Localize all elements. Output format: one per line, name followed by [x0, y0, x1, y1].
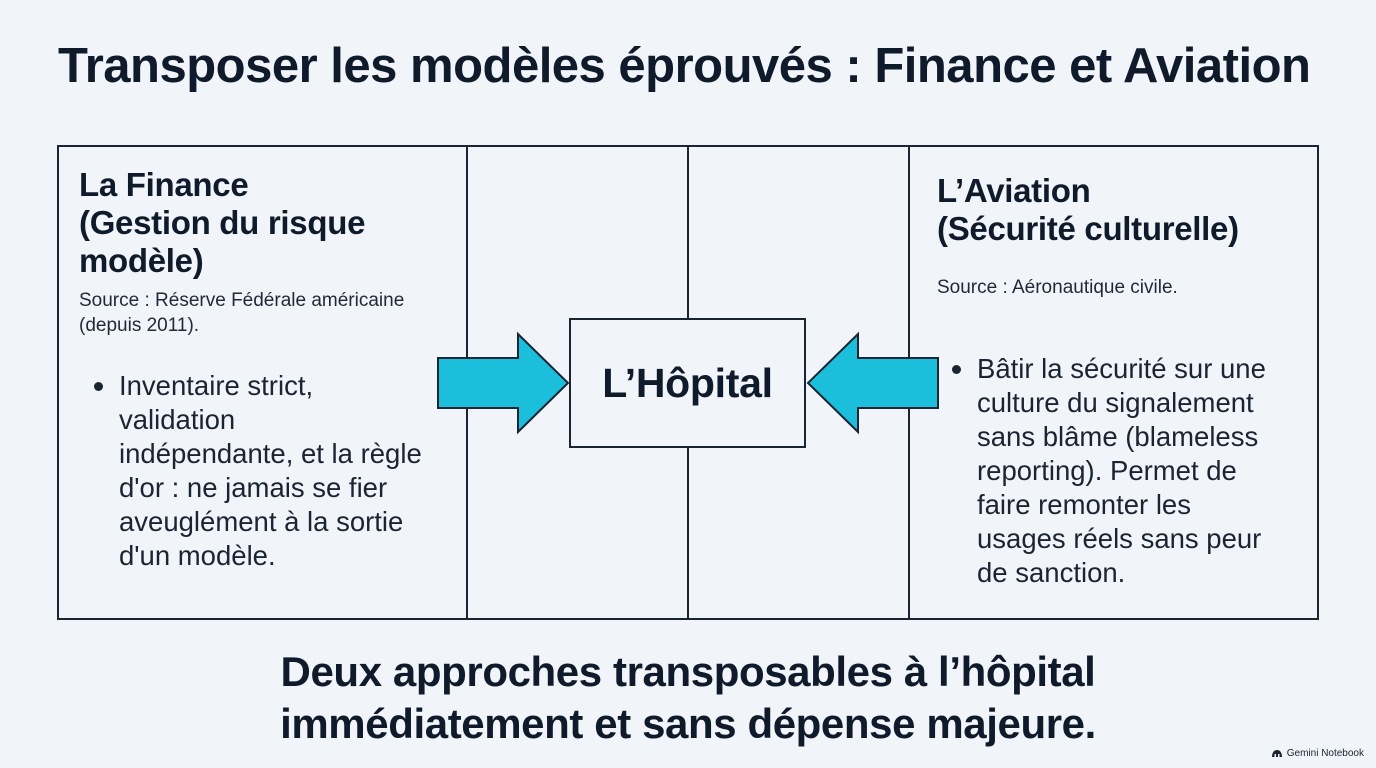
finance-bullet-line: d'un modèle.	[119, 540, 276, 571]
arrow-left-icon	[806, 331, 939, 435]
finance-bullet: Inventaire strict, validation indépendan…	[79, 369, 459, 573]
aviation-card: L’Aviation (Sécurité culturelle) Source …	[937, 172, 1307, 590]
aviation-bullet-line: sans blâme (blameless	[977, 421, 1259, 452]
finance-bullet-line: aveuglément à la sortie	[119, 506, 404, 537]
finance-source: Source : Réserve Fédérale américaine (de…	[79, 288, 459, 338]
aviation-bullet-list: Bâtir la sécurité sur une culture du sig…	[937, 352, 1307, 590]
aviation-heading-line: L’Aviation	[937, 172, 1091, 209]
bullet-dot-icon	[94, 382, 103, 391]
finance-source-line: (depuis 2011).	[79, 315, 200, 336]
finance-source-line: Source : Réserve Fédérale américaine	[79, 290, 405, 311]
finance-bullet-line: validation	[119, 404, 236, 435]
finance-bullet-line: indépendante, et la règle	[119, 438, 422, 469]
hospital-label: L’Hôpital	[602, 359, 773, 406]
aviation-bullet-line: Bâtir la sécurité sur une	[977, 353, 1266, 384]
aviation-bullet-line: usages réels sans peur	[977, 523, 1262, 554]
finance-heading-line: (Gestion du risque	[79, 204, 366, 241]
finance-bullet-list: Inventaire strict, validation indépendan…	[79, 369, 459, 573]
aviation-bullet-line: culture du signalement	[977, 387, 1254, 418]
finance-bullet-line: d'or : ne jamais se fier	[119, 472, 388, 503]
finance-heading-line: modèle)	[79, 242, 204, 279]
watermark: Gemini Notebook	[1271, 748, 1364, 759]
conclusion-line: Deux approches transposables à l’hôpital	[280, 648, 1096, 695]
finance-heading-line: La Finance	[79, 166, 249, 203]
aviation-bullet-line: reporting). Permet de	[977, 455, 1237, 486]
finance-bullet-line: Inventaire strict,	[119, 370, 314, 401]
notebook-logo-icon	[1271, 750, 1282, 757]
bullet-dot-icon	[952, 365, 961, 374]
watermark-text: Gemini Notebook	[1286, 748, 1364, 759]
conclusion-text: Deux approches transposables à l’hôpital…	[0, 646, 1376, 750]
finance-card: La Finance (Gestion du risque modèle) So…	[79, 166, 459, 573]
aviation-heading: L’Aviation (Sécurité culturelle)	[937, 172, 1307, 248]
conclusion-line: immédiatement et sans dépense majeure.	[280, 700, 1096, 747]
aviation-bullet-line: de sanction.	[977, 557, 1126, 588]
aviation-heading-line: (Sécurité culturelle)	[937, 210, 1239, 247]
page-title: Transposer les modèles éprouvés : Financ…	[58, 39, 1311, 93]
aviation-bullet-line: faire remonter les	[977, 489, 1191, 520]
aviation-bullet: Bâtir la sécurité sur une culture du sig…	[937, 352, 1307, 590]
arrow-right-icon	[437, 331, 570, 435]
aviation-source: Source : Aéronautique civile.	[937, 277, 1178, 298]
hospital-node: L’Hôpital	[569, 318, 806, 448]
finance-heading: La Finance (Gestion du risque modèle)	[79, 166, 459, 280]
